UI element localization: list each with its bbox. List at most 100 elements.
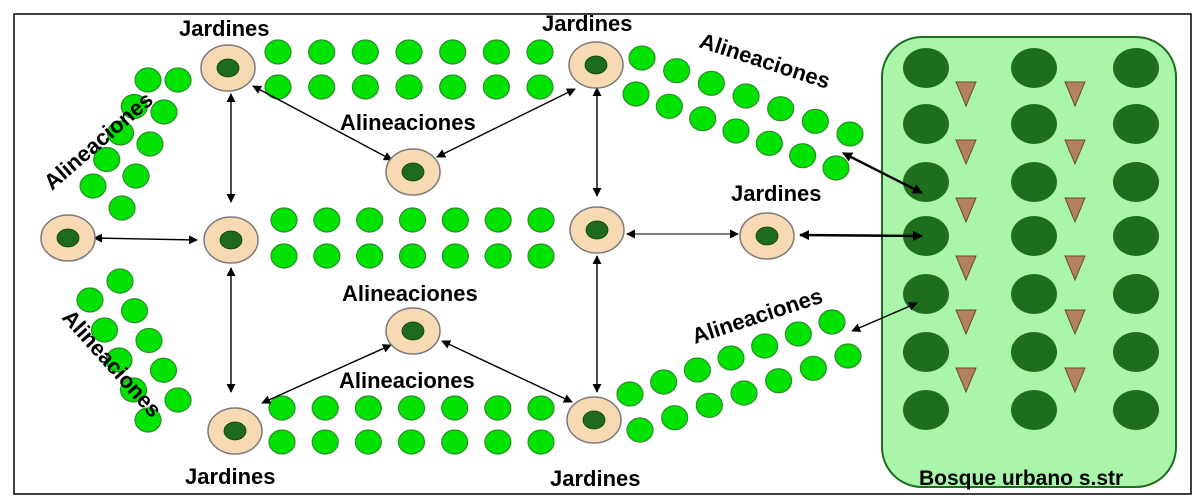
alignment-tree <box>622 81 650 107</box>
garden-top-left <box>200 44 256 92</box>
alignment-tree <box>398 243 427 269</box>
alignment-tree <box>616 381 644 407</box>
alignment-tree <box>663 58 691 84</box>
forest-tree <box>1011 216 1057 256</box>
alignment-tree <box>650 369 678 395</box>
garden-core <box>585 220 609 240</box>
forest-tree <box>903 332 949 372</box>
alignment-tree <box>441 243 469 269</box>
alignment-tree <box>836 121 864 147</box>
alignment-tree <box>313 243 341 269</box>
alignment-tree <box>356 207 384 233</box>
garden-mid-left <box>203 216 259 264</box>
alignment-tree <box>441 395 469 421</box>
garden-core <box>219 230 243 250</box>
alignment-tree <box>313 207 341 233</box>
alignment-tree <box>801 108 829 134</box>
alignment-tree <box>270 243 298 269</box>
forest-tree <box>1113 390 1159 430</box>
conifer-tree <box>1064 197 1086 224</box>
alignment-tree <box>655 93 683 119</box>
alignment-tree <box>695 392 723 418</box>
alignment-tree <box>268 395 296 421</box>
alignment-tree <box>119 377 148 403</box>
alignment-tree <box>751 333 779 359</box>
alignment-tree <box>732 83 760 109</box>
label-alineaciones-center-mid: Alineaciones <box>342 281 478 306</box>
garden-core <box>584 55 608 75</box>
double-arrow <box>252 85 393 161</box>
forest-tree <box>1113 48 1159 88</box>
alignment-tree <box>397 395 426 421</box>
alignment-tree <box>441 207 469 233</box>
forest-tree <box>1113 162 1159 202</box>
double-arrow <box>93 233 198 245</box>
conifer-tree <box>955 309 977 336</box>
forest-tree <box>1011 48 1057 88</box>
alignment-tree <box>164 387 192 413</box>
alignment-tree <box>311 429 339 455</box>
alignment-tree <box>93 146 121 173</box>
alignment-tree <box>441 429 469 455</box>
alignment-tree <box>484 243 512 269</box>
alignment-tree <box>354 429 382 455</box>
label-alineaciones-center-top: Alineaciones <box>340 110 476 135</box>
label-jardines-middle-right: Jardines <box>731 181 822 206</box>
alignment-tree <box>482 74 510 100</box>
conifer-tree <box>1064 309 1086 336</box>
alignment-tree <box>134 407 162 433</box>
forest-tree <box>1011 332 1057 372</box>
garden-core <box>223 421 247 441</box>
garden-core <box>56 228 80 248</box>
alignment-tree <box>765 368 793 394</box>
alignment-tree <box>527 243 555 269</box>
tree-alignments <box>76 39 864 455</box>
alignment-tree <box>439 39 467 65</box>
alignment-tree <box>268 429 296 455</box>
forest-tree <box>1113 274 1159 314</box>
forest-tree <box>1011 390 1057 430</box>
alignment-tree <box>755 130 783 156</box>
forest-tree <box>1011 162 1057 202</box>
conifer-tree <box>1064 255 1086 282</box>
alignment-tree <box>106 268 134 294</box>
forest-tree <box>903 162 949 202</box>
label-jardines-top-right: Jardines <box>542 11 633 36</box>
conifer-tree <box>955 139 977 166</box>
double-arrow <box>261 344 392 404</box>
alignment-tree <box>730 380 758 406</box>
alignment-tree <box>439 74 467 100</box>
forest-tree <box>1113 332 1159 372</box>
label-jardines-top-left: Jardines <box>179 16 270 41</box>
forest-tree <box>1113 104 1159 144</box>
alignment-tree <box>106 120 135 146</box>
alignment-tree <box>689 106 717 132</box>
conifer-tree <box>1064 139 1086 166</box>
forest-tree <box>1011 274 1057 314</box>
alignment-tree <box>527 429 555 455</box>
garden-core <box>755 226 779 246</box>
garden-core <box>401 321 425 341</box>
forest-tree <box>903 48 949 88</box>
double-arrow <box>842 151 923 195</box>
double-arrow <box>799 230 923 241</box>
alignment-tree <box>270 207 298 233</box>
alignment-tree <box>484 429 512 455</box>
garden-bottom-right <box>566 396 622 444</box>
alignment-tree <box>308 39 336 65</box>
alignment-tree <box>526 39 554 65</box>
alignment-tree <box>626 417 654 443</box>
garden-core <box>582 410 606 430</box>
alignment-tree <box>264 39 292 65</box>
alignment-tree <box>351 39 379 65</box>
label-jardines-bottom-right: Jardines <box>550 466 641 491</box>
garden-core <box>401 162 425 182</box>
alignment-tree <box>717 345 745 371</box>
alignment-tree <box>105 347 133 373</box>
conifer-tree <box>955 255 977 282</box>
forest-tree <box>1113 216 1159 256</box>
double-arrow <box>441 340 573 403</box>
alignment-tree <box>834 343 862 369</box>
alignment-tree <box>683 357 711 383</box>
conifer-tree <box>955 81 977 108</box>
